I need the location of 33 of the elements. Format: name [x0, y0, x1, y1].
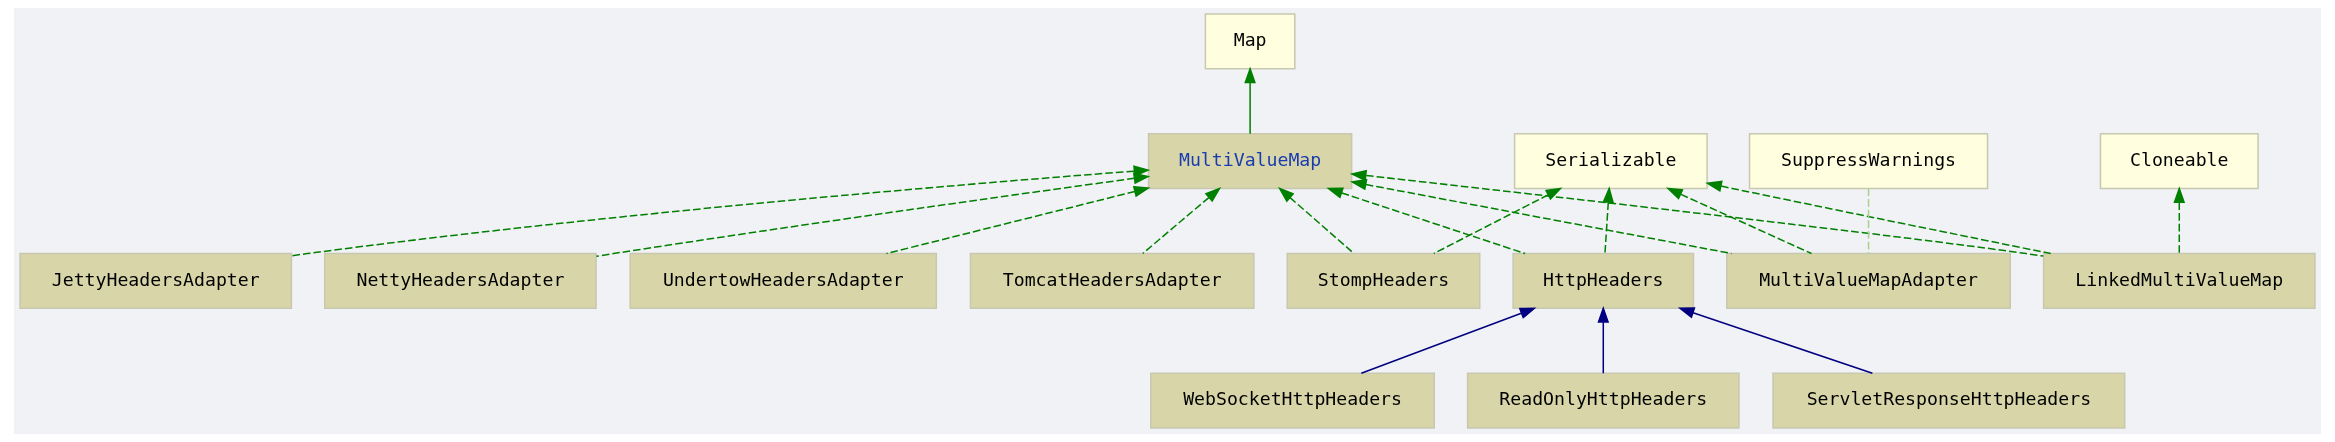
arrow — [1433, 187, 1563, 255]
node-box: ReadOnlyHttpHeaders — [1466, 372, 1740, 429]
arrow — [1277, 187, 1355, 255]
arrow — [1141, 187, 1222, 255]
node-box: NettyHeadersAdapter — [323, 252, 597, 309]
arrow — [885, 185, 1151, 255]
arrow — [1705, 180, 2052, 255]
node-box: StompHeaders — [1286, 252, 1481, 309]
node-box: MultiValueMapAdapter — [1726, 252, 2012, 309]
arrow — [1349, 169, 2045, 257]
arrow — [1326, 187, 1526, 255]
node-box: MultiValueMap — [1147, 133, 1353, 190]
arrow — [1597, 306, 1610, 375]
node-box: Cloneable — [2099, 133, 2259, 190]
node-box: HttpHeaders — [1512, 252, 1695, 309]
node-box: Serializable — [1513, 133, 1708, 190]
arrow — [1677, 307, 1874, 375]
connector — [1867, 187, 1870, 255]
node-box: SuppressWarnings — [1748, 133, 1989, 190]
arrow — [290, 165, 1151, 257]
node-box: WebSocketHttpHeaders — [1150, 372, 1436, 429]
node-box: ServletResponseHttpHeaders — [1772, 372, 2126, 429]
node-box: JettyHeadersAdapter — [19, 252, 293, 309]
arrow — [595, 172, 1151, 258]
arrow — [2173, 186, 2186, 255]
arrow — [1244, 66, 1256, 135]
node-box: LinkedMultiValueMap — [2042, 252, 2316, 309]
node-box: TomcatHeadersAdapter — [969, 252, 1255, 309]
arrow — [1602, 186, 1615, 255]
arrow — [1665, 187, 1813, 255]
node-box: UndertowHeadersAdapter — [629, 252, 938, 309]
arrow — [1360, 307, 1537, 375]
node-box: Map — [1204, 13, 1296, 70]
